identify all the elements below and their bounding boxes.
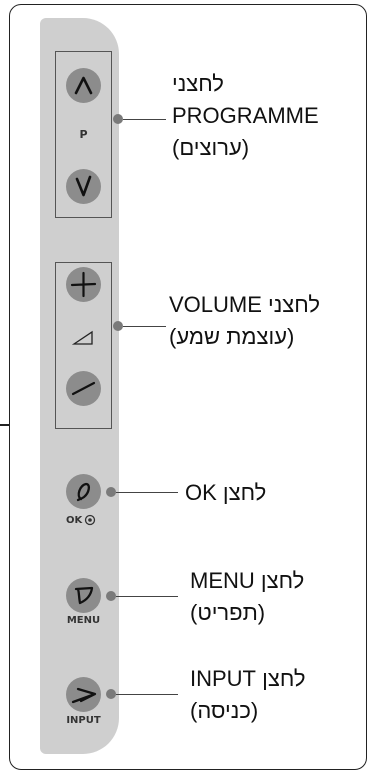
input-callout-line: [116, 694, 178, 696]
menu-callout-line-1: לחצן MENU: [190, 568, 305, 593]
input-callout: לחצן INPUT (כניסה): [190, 663, 306, 727]
volume-callout-line: [123, 326, 166, 328]
input-button[interactable]: [66, 677, 101, 712]
input-callout-line-2: (כניסה): [190, 698, 259, 723]
menu-callout-dot: [106, 591, 116, 601]
programme-callout-line-2: PROGRAMME: [172, 103, 319, 128]
ok-callout-line: [116, 492, 178, 494]
menu-callout-line-2: (תפריט): [190, 600, 266, 625]
ok-callout-dot: [106, 487, 116, 497]
volume-callout-dot: [113, 321, 123, 331]
device-outline: [9, 4, 367, 770]
volume-up-button[interactable]: [66, 267, 101, 302]
input-small-label: INPUT: [66, 715, 101, 726]
programme-down-button[interactable]: [66, 169, 101, 204]
ok-callout: לחצן OK: [185, 477, 266, 509]
programme-callout-line-1: לחצני: [172, 71, 224, 96]
menu-button[interactable]: [66, 578, 101, 613]
edge-mark: [0, 424, 9, 426]
volume-callout-line-1: לחצני VOLUME: [169, 292, 320, 317]
menu-callout: לחצן MENU (תפריט): [190, 565, 304, 629]
menu-small-label: MENU: [66, 615, 101, 626]
programme-small-label: P: [79, 128, 88, 141]
programme-up-button[interactable]: [66, 68, 101, 103]
programme-callout: לחצני PROGRAMME (ערוצים): [172, 68, 319, 164]
ok-label-group: OK: [66, 514, 96, 526]
programme-button-group: [55, 51, 112, 218]
volume-callout-line-2: (עוצמת שמע): [169, 324, 295, 349]
ok-callout-text: לחצן OK: [185, 480, 267, 505]
minus-icon: [71, 381, 96, 396]
volume-button-group: [55, 262, 112, 429]
programme-callout-line-3: (ערוצים): [172, 135, 250, 160]
menu-callout-line: [116, 596, 178, 598]
ok-button[interactable]: [66, 474, 101, 509]
ok-small-label: OK: [66, 514, 83, 526]
programme-callout-dot: [113, 114, 123, 124]
ok-icon: [76, 482, 91, 502]
plus-icon: [70, 271, 97, 298]
volume-down-button[interactable]: [66, 371, 101, 406]
caret-down-icon: [75, 175, 92, 197]
volume-ramp-icon: [72, 330, 93, 345]
caret-up-icon: [74, 76, 93, 95]
volume-callout: לחצני VOLUME (עוצמת שמע): [169, 289, 320, 353]
input-callout-line-1: לחצן INPUT: [190, 666, 306, 691]
menu-icon: [74, 586, 94, 605]
target-icon: [85, 514, 96, 526]
volume-level-indicator: [72, 329, 96, 347]
input-arrow-icon: [71, 687, 97, 704]
input-callout-dot: [106, 689, 116, 699]
programme-callout-line: [123, 119, 166, 121]
